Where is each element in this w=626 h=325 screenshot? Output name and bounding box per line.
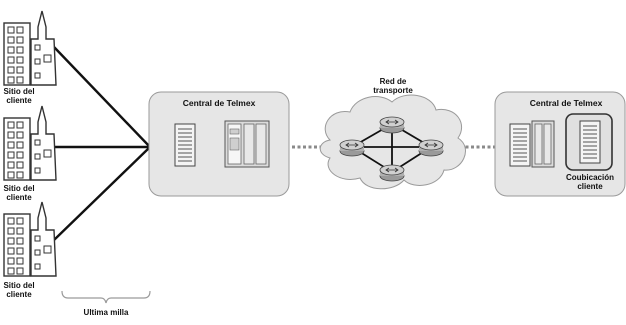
site-label-line1: Sitio del — [3, 281, 34, 290]
building-icon — [3, 105, 57, 181]
last-mile-label: Ultima milla — [84, 308, 129, 317]
client-site-2: Sitio del cliente — [3, 105, 57, 202]
server-rack-icon — [509, 123, 531, 167]
server-rack-icon — [174, 123, 196, 167]
client-site-1: Sitio del cliente — [3, 10, 57, 105]
transport-network: Red de transporte — [319, 77, 466, 190]
client-site-3: Sitio del cliente — [3, 201, 57, 299]
building-icon — [3, 10, 57, 86]
central-left-title: Central de Telmex — [183, 98, 256, 108]
site-label-line2: cliente — [6, 193, 32, 202]
router-icon — [379, 116, 405, 134]
building-icon — [3, 201, 57, 277]
site-label-line2: cliente — [6, 290, 32, 299]
central-right-title: Central de Telmex — [530, 98, 603, 108]
last-mile-bracket: Ultima milla — [61, 290, 151, 317]
colocation-label-line1: Coubicación — [566, 173, 614, 182]
router-icon — [339, 139, 365, 157]
server-rack-icon — [579, 120, 601, 164]
cabinet-icon — [224, 120, 270, 168]
last-mile-links — [53, 46, 151, 241]
equipment-columns — [531, 120, 555, 168]
transport-label-line2: transporte — [373, 86, 413, 95]
central-office-right: Central de Telmex Coubicación cliente — [494, 91, 626, 197]
router-icon — [379, 164, 405, 182]
transport-label-line1: Red de — [380, 77, 407, 86]
site-label-line1: Sitio del — [3, 184, 34, 193]
site-label-line1: Sitio del — [3, 87, 34, 96]
router-icon — [418, 139, 444, 157]
colocation-box — [565, 113, 613, 171]
colocation-label-line2: cliente — [577, 182, 603, 191]
site-label-line2: cliente — [6, 96, 32, 105]
central-office-left: Central de Telmex — [148, 91, 290, 197]
